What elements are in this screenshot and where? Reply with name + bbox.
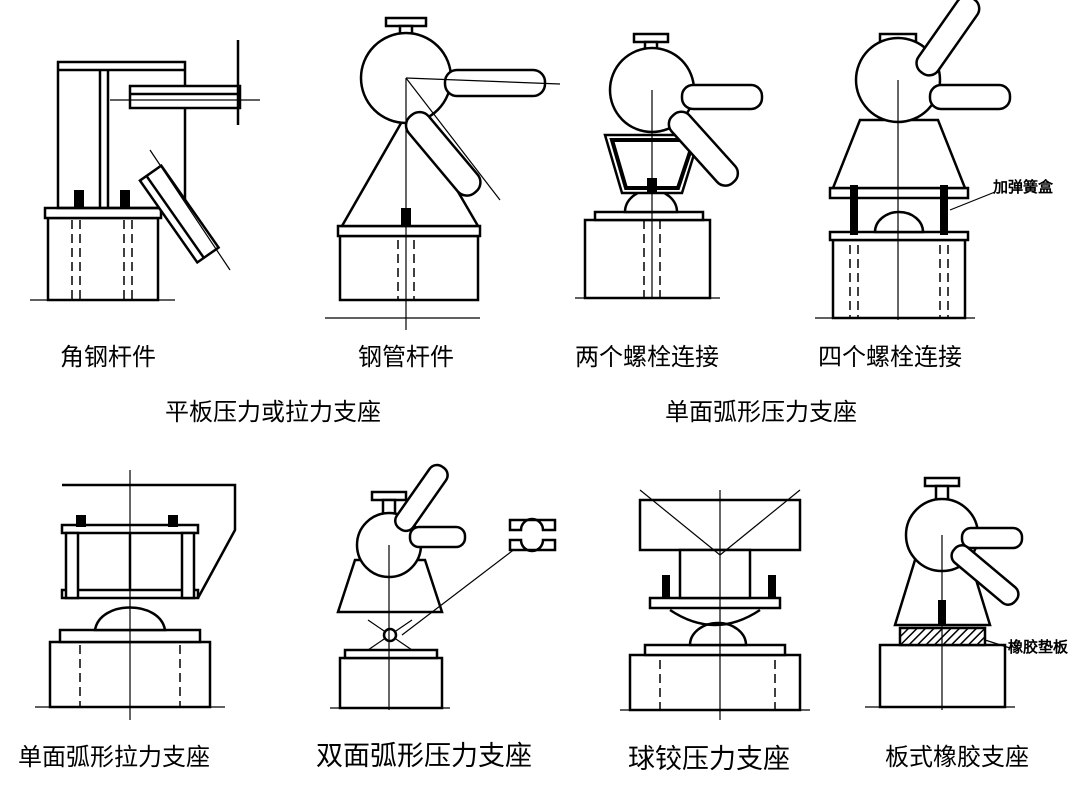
figure-double-arc-compression-support [330, 463, 557, 710]
figure-steel-pipe-member [325, 16, 561, 330]
figure-four-bolt-connection: 加弹簧盒 [815, 0, 1054, 320]
label-angle-steel-member: 角钢杆件 [60, 343, 156, 371]
label-four-bolt-connection: 四个螺栓连接 [818, 343, 962, 371]
figure-ball-hinge-compression-support [620, 489, 810, 720]
label-ball-hinge-compression-support: 球铰压力支座 [628, 744, 790, 775]
label-steel-pipe-member: 钢管杆件 [358, 343, 454, 371]
group-label-single-arc-compression-support: 单面弧形压力支座 [665, 398, 857, 426]
figure-single-arc-tension-support [35, 470, 237, 720]
label-plate-rubber-support: 板式橡胶支座 [885, 743, 1029, 771]
label-two-bolt-connection: 两个螺栓连接 [575, 343, 719, 371]
label-single-arc-tension-support: 单面弧形拉力支座 [18, 743, 210, 771]
label-double-arc-compression-support: 双面弧形压力支座 [316, 741, 532, 772]
figure-plate-rubber-support: 橡胶垫板 [865, 476, 1069, 710]
figure-angle-steel-member [30, 40, 260, 302]
note-rubber-pad: 橡胶垫板 [1008, 638, 1069, 656]
figure-two-bolt-connection [575, 32, 764, 300]
note-spring-box: 加弹簧盒 [992, 178, 1054, 196]
group-label-flat-plate-support: 平板压力或拉力支座 [165, 398, 381, 426]
